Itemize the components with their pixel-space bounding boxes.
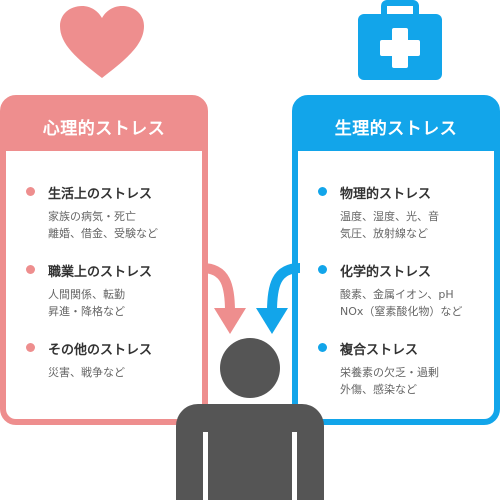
item-line: 人間関係、転勤 (48, 288, 125, 301)
item-line: NOx（窒素酸化物）など (340, 305, 463, 318)
item-heading: 生活上のストレス (48, 187, 153, 202)
psych-arrow-icon (201, 263, 246, 334)
item-heading: 化学的ストレス (340, 265, 432, 280)
item-heading: その他のストレス (48, 343, 153, 358)
item-description: 家族の病気・死亡 離婚、借金、受験など (48, 208, 158, 242)
item-heading: 職業上のストレス (48, 265, 153, 280)
bullet-dot (318, 343, 327, 352)
item-description: 栄養素の欠乏・過剰 外傷、感染など (340, 364, 439, 398)
first-aid-kit-icon (358, 0, 442, 80)
person-arm-divider (292, 432, 297, 500)
item-heading: 複合ストレス (340, 343, 419, 358)
item-line: 温度、湿度、光、音 (340, 210, 439, 223)
item-line: 昇進・降格など (48, 305, 125, 318)
physiological-stress-title: 生理的ストレス (298, 101, 494, 151)
item-description: 人間関係、転勤 昇進・降格など (48, 286, 125, 320)
item-description: 酸素、金属イオン、pH NOx（窒素酸化物）など (340, 286, 462, 320)
psychological-stress-title: 心理的ストレス (6, 101, 202, 151)
item-heading: 物理的ストレス (340, 187, 432, 202)
item-description: 災害、戦争など (48, 364, 125, 381)
bullet-dot (318, 265, 327, 274)
item-line: 災害、戦争など (48, 366, 125, 379)
item-line: 離婚、借金、受験など (48, 227, 158, 240)
bullet-dot (318, 187, 327, 196)
heart-icon (60, 6, 144, 78)
person-arm-divider (203, 432, 208, 500)
item-line: 栄養素の欠乏・過剰 (340, 366, 439, 379)
item-line: 家族の病気・死亡 (48, 210, 136, 223)
item-line: 気圧、放射線など (340, 227, 428, 240)
person-head (220, 338, 280, 398)
person-body (176, 404, 324, 500)
item-line: 酸素、金属イオン、pH (340, 288, 454, 301)
psychological-stress-card: 心理的ストレス 生活上のストレス 家族の病気・死亡 離婚、借金、受験など 職業上… (0, 95, 208, 425)
bullet-dot (26, 265, 35, 274)
item-description: 温度、湿度、光、音 気圧、放射線など (340, 208, 439, 242)
phys-arrow-icon (256, 263, 301, 334)
bullet-dot (26, 187, 35, 196)
physiological-stress-card: 生理的ストレス 物理的ストレス 温度、湿度、光、音 気圧、放射線など 化学的スト… (292, 95, 500, 425)
item-line: 外傷、感染など (340, 383, 417, 396)
bullet-dot (26, 343, 35, 352)
